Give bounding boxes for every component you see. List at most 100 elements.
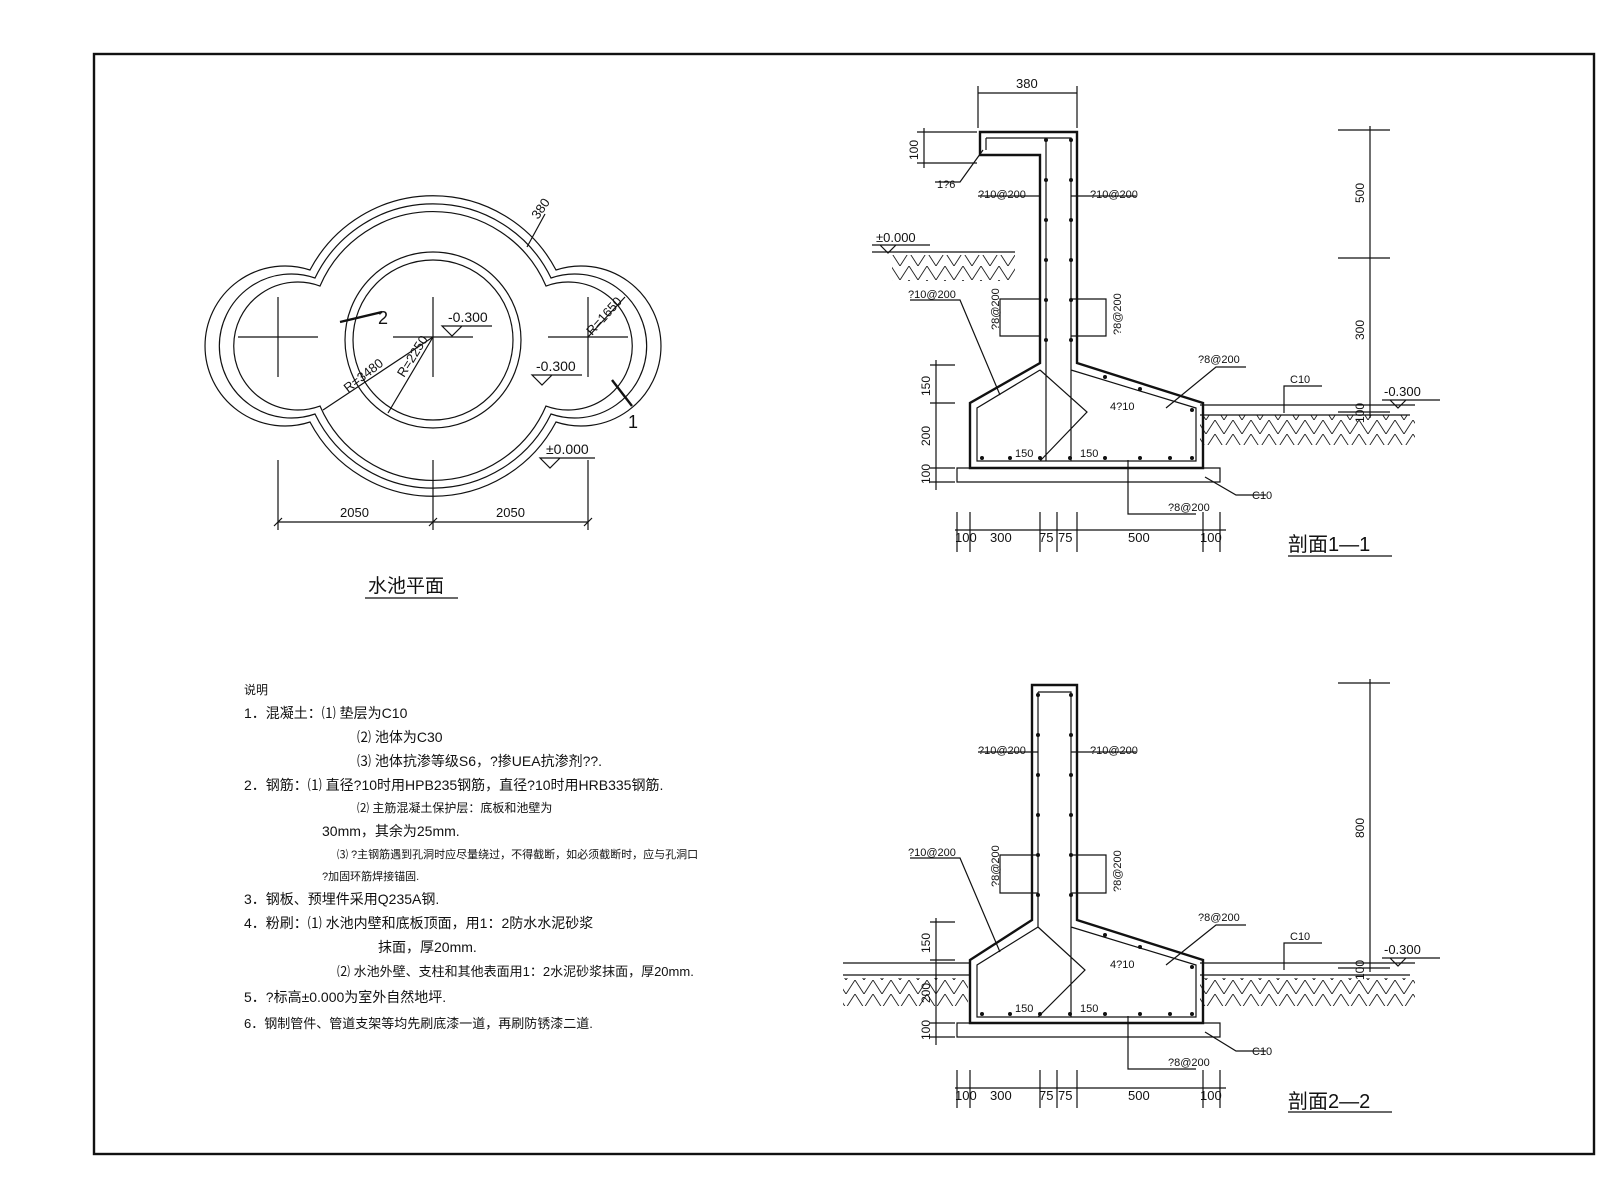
dim-bottom-1 <box>955 512 1226 552</box>
level-mark-side <box>530 374 582 386</box>
radius-leader-outer <box>322 336 434 411</box>
s2-dim-v-150: 150 <box>919 933 933 953</box>
note-line-12: 5．?标高±0.000为室外自然地坪. <box>244 989 446 1005</box>
note-line-3: 2．钢筋：⑴ 直径?10时用HPB235钢筋，直径?10时用HRB335钢筋. <box>244 777 663 793</box>
pool-outline-wall <box>218 203 648 489</box>
note-line-10: 抹面，厚20mm. <box>378 939 477 955</box>
s1-rebar-haunch-right: ?8@200 <box>1198 354 1240 366</box>
s2-rebar-bottom: ?8@200 <box>1168 1057 1210 1069</box>
plan-level-side: -0.300 <box>536 358 576 374</box>
s1-dim-b2: 75 <box>1039 530 1053 545</box>
plan-dim-right: 2050 <box>496 505 525 520</box>
s1-dim-b1: 300 <box>990 530 1012 545</box>
wall-outline-1 <box>968 130 1205 470</box>
plan-title: 水池平面 <box>368 575 444 597</box>
s1-rebar-bottom: ?8@200 <box>1168 502 1210 514</box>
s1-c10-top: C10 <box>1290 374 1310 386</box>
level-mark-ground <box>538 457 595 469</box>
note-line-2: ⑶ 池体抗渗等级S6，?掺UEA抗渗剂??. <box>357 753 602 769</box>
plan-radius-side: R=1650 <box>583 294 625 338</box>
s1-dim-v-100: 100 <box>919 464 933 484</box>
ground-line-right <box>1200 404 1415 416</box>
s1-title: 剖面1—1 <box>1288 533 1370 556</box>
dim-cap-1 <box>917 128 977 168</box>
rebar-cage-2 <box>976 691 1197 1018</box>
section-1-1: 380 100 1?6 ?10@200 ?10@200 ±0.000 ?8@20… <box>872 76 1440 557</box>
s1-dim-b5: 100 <box>1200 530 1222 545</box>
note-line-7: ?加固环筋焊接锚固. <box>322 869 419 883</box>
s1-c10-bottom: C10 <box>1252 490 1272 502</box>
s1-inner-150a: 150 <box>1015 448 1033 460</box>
dim-right-2 <box>1338 679 1390 972</box>
section-cut-1 <box>611 379 633 407</box>
s1-dim-v-100r: 100 <box>1353 403 1367 423</box>
note-line-11: ⑵ 水池外壁、支柱和其他表面用1：2水泥砂浆抹面，厚20mm. <box>337 964 694 979</box>
s2-title: 剖面2—2 <box>1288 1090 1370 1113</box>
s2-rebar-left-top: ?10@200 <box>978 745 1026 757</box>
inner-basin-outer <box>344 251 522 429</box>
soil-hatch-right <box>1200 415 1415 445</box>
s1-rebar-left-top: ?10@200 <box>978 189 1026 201</box>
s2-dim-v-200: 200 <box>919 983 933 1003</box>
soil-hatch-left <box>892 255 1015 281</box>
level-mark-center <box>440 325 492 337</box>
blinding-layer-1 <box>956 467 1221 483</box>
s1-dim-b3: 75 <box>1058 530 1072 545</box>
s1-dim-r-300: 300 <box>1353 320 1367 340</box>
s1-label-cap: 1?6 <box>937 179 955 191</box>
s2-rebar-haunch-left: ?10@200 <box>908 847 956 859</box>
plan-section-label-1: 1 <box>628 412 638 432</box>
s2-dim-b2: 75 <box>1039 1088 1053 1103</box>
s1-rebar-left-mid: ?8@200 <box>990 288 1002 330</box>
pool-plan: 2050 2050 380 R=3480 R=2250 R=1650 -0.30… <box>204 195 662 599</box>
s2-dim-b0: 100 <box>955 1088 977 1103</box>
inner-basin-inner <box>352 259 514 421</box>
s2-rebar-haunch-right: ?8@200 <box>1198 912 1240 924</box>
radius-leader-inner <box>387 336 434 414</box>
s1-dim-top: 380 <box>1016 76 1038 91</box>
rebar-dots-2 <box>980 693 1194 1016</box>
s2-inner-150a: 150 <box>1015 1003 1033 1015</box>
s1-dim-b4: 500 <box>1128 530 1150 545</box>
plan-dim-left: 2050 <box>340 505 369 520</box>
wall-outline-2 <box>968 683 1205 1025</box>
s1-dim-v-200: 200 <box>919 426 933 446</box>
plan-dim-lines <box>277 460 589 530</box>
s2-dim-v-100r: 100 <box>1353 960 1367 980</box>
dim-left-2 <box>930 918 955 1045</box>
soil-hatch-right-2 <box>1200 978 1415 1006</box>
note-line-4: ⑵ 主筋混凝土保护层：底板和池壁为 <box>357 800 552 815</box>
s1-rebar-haunch-left: ?10@200 <box>908 289 956 301</box>
s2-rebar-right-top: ?10@200 <box>1090 745 1138 757</box>
s2-inner-150b: 150 <box>1080 1003 1098 1015</box>
s2-rebar-left-mid: ?8@200 <box>990 845 1002 887</box>
soil-hatch-left-2 <box>843 978 968 1006</box>
leaders-2 <box>910 751 1322 1070</box>
s1-rebar-right-top: ?10@200 <box>1090 189 1138 201</box>
rebar-dots-1 <box>980 138 1194 460</box>
s2-c10-top: C10 <box>1290 931 1310 943</box>
dim-right-1 <box>1338 126 1390 418</box>
pool-outline-outer <box>204 195 662 497</box>
dim-top-1 <box>977 86 1078 128</box>
s2-dim-b1: 300 <box>990 1088 1012 1103</box>
s2-rebar-main: 4?10 <box>1110 959 1134 971</box>
s1-dim-b0: 100 <box>955 530 977 545</box>
radius-leader-side <box>587 296 626 338</box>
s1-level-right: -0.300 <box>1384 384 1421 399</box>
dim-bottom-2 <box>955 1070 1226 1108</box>
s1-rebar-main: 4?10 <box>1110 401 1134 413</box>
note-line-6: ⑶ ?主钢筋遇到孔洞时应尽量绕过，不得截断，如必须截断时，应与孔洞口 <box>337 847 698 861</box>
sheet-frame <box>92 52 1596 1156</box>
plan-level-ground: ±0.000 <box>546 441 589 457</box>
s2-dim-b4: 500 <box>1128 1088 1150 1103</box>
wall-dim-leader <box>526 213 546 248</box>
level-mark-ground-1 <box>872 244 930 254</box>
s2-dim-b3: 75 <box>1058 1088 1072 1103</box>
section-cut-2 <box>339 310 383 324</box>
leaders-1 <box>910 149 1322 515</box>
s2-rebar-right-mid: ?8@200 <box>1112 850 1124 892</box>
note-line-1: ⑵ 池体为C30 <box>357 729 443 745</box>
ground-lines-2 <box>843 962 1415 976</box>
